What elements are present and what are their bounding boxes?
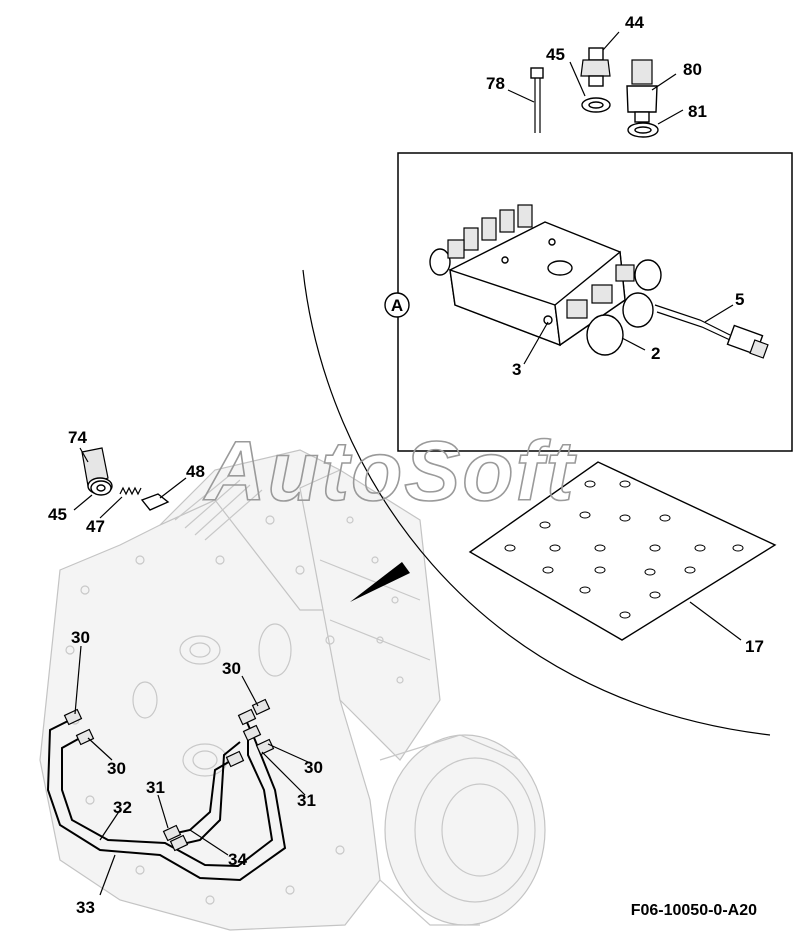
watermark-text: AutoSoft — [203, 424, 577, 518]
callout-32: 32 — [113, 798, 132, 817]
callout-30-b: 30 — [107, 759, 126, 778]
callout-78: 78 — [486, 74, 505, 93]
callout-80: 80 — [683, 60, 702, 79]
figure-code: F06-10050-0-A20 — [631, 902, 757, 919]
pipe-assembly — [46, 698, 287, 882]
callout-31-b: 31 — [297, 791, 316, 810]
callout-30-d: 30 — [304, 758, 323, 777]
callout-3: 3 — [512, 360, 521, 379]
callout-31-a: 31 — [146, 778, 165, 797]
sensor-80 — [626, 59, 658, 123]
callout-48: 48 — [186, 462, 205, 481]
callout-45-top: 45 — [546, 45, 565, 64]
valve-block — [429, 204, 769, 359]
detail-marker-label: A — [391, 296, 403, 315]
washer-45-top — [581, 97, 611, 113]
callout-74: 74 — [68, 428, 87, 447]
callout-2: 2 — [651, 344, 660, 363]
detail-marker-circle — [384, 292, 410, 318]
detail-boundary-arc — [302, 269, 771, 736]
washer-45-left — [90, 480, 112, 496]
callout-17: 17 — [745, 637, 764, 656]
callout-45-left: 45 — [48, 505, 67, 524]
callout-47: 47 — [86, 517, 105, 536]
washer-81 — [627, 122, 659, 138]
callout-34: 34 — [228, 850, 247, 869]
callout-44: 44 — [625, 13, 644, 32]
leader-lines — [73, 31, 742, 896]
gasket-plate — [468, 461, 777, 641]
spring-47 — [119, 486, 142, 496]
callout-33: 33 — [76, 898, 95, 917]
callout-81: 81 — [688, 102, 707, 121]
callout-30-a: 30 — [71, 628, 90, 647]
callout-30-c: 30 — [222, 659, 241, 678]
detail-arrow — [350, 562, 410, 602]
sensor-44 — [580, 47, 611, 87]
transmission-housing — [39, 449, 546, 931]
plunger-48 — [140, 493, 170, 511]
bolt-78 — [530, 67, 544, 133]
callout-5: 5 — [735, 290, 744, 309]
